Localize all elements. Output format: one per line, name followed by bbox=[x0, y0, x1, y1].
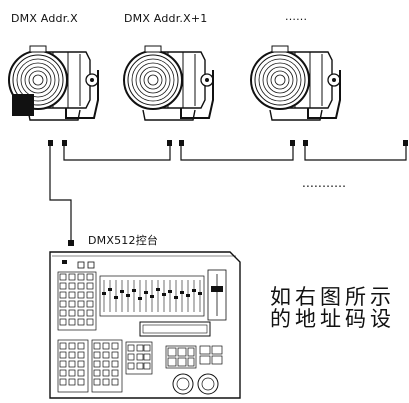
fixture-2 bbox=[123, 45, 214, 121]
dmx-cables bbox=[49, 146, 407, 240]
chain-continuation-dots: ........... bbox=[302, 176, 347, 190]
fixture-1-address-label: DMX Addr.X bbox=[11, 12, 78, 25]
note-line-1: 如右图所示 bbox=[270, 285, 395, 309]
dmx-console bbox=[49, 251, 241, 399]
fixture-3-address-label: ...... bbox=[285, 10, 308, 23]
dmx-connectors bbox=[48, 140, 408, 246]
fixture-2-address-label: DMX Addr.X+1 bbox=[124, 12, 208, 25]
fixture-1-label-plate bbox=[12, 94, 34, 116]
fixture-1 bbox=[8, 45, 99, 121]
fixture-3 bbox=[250, 45, 341, 121]
console-label: DMX512控台 bbox=[88, 234, 159, 247]
note-line-2: 的地址码设 bbox=[270, 307, 395, 331]
